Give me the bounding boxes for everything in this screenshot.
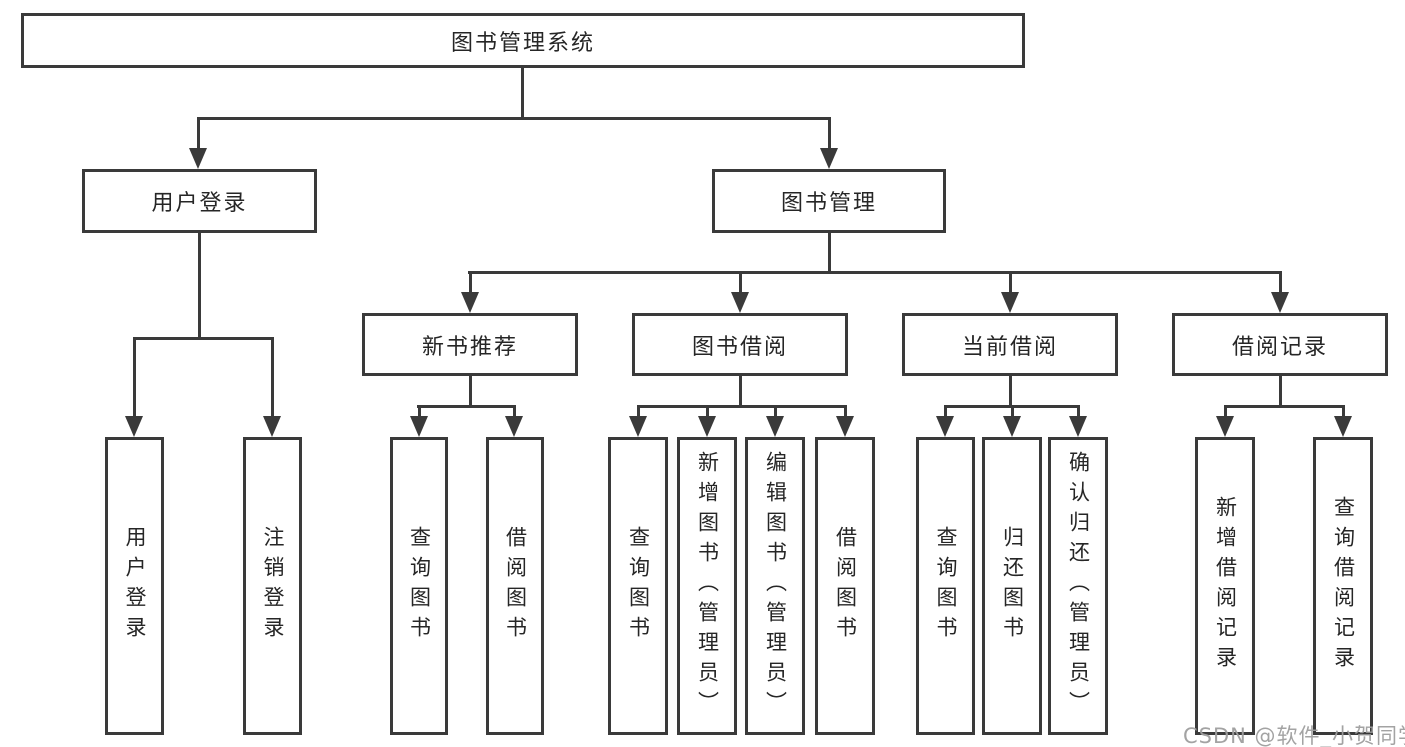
node-confirm-return-admin: 确认归还（管理员） <box>1048 437 1108 735</box>
leaf-label: 查询图书 <box>626 526 651 646</box>
node-add-borrow-record: 新增借阅记录 <box>1195 437 1255 735</box>
node-current-borrow: 当前借阅 <box>902 313 1118 376</box>
arrowhead-icon <box>731 292 749 313</box>
connector-line <box>774 405 777 421</box>
connector-line <box>828 233 831 274</box>
connector-line <box>944 405 947 421</box>
arrowhead-icon <box>836 416 854 437</box>
connector-line <box>469 376 472 407</box>
node-add-book-admin: 新增图书（管理员） <box>677 437 737 735</box>
arrowhead-icon <box>1003 416 1021 437</box>
node-user-login-leaf: 用户登录 <box>105 437 164 735</box>
leaf-label: 查询图书 <box>407 526 432 646</box>
node-borrow-book-recommend: 借阅图书 <box>486 437 544 735</box>
watermark: CSDN @软件_小贺同学 <box>1183 724 1405 747</box>
leaf-label: 用户登录 <box>123 526 147 646</box>
node-library-system: 图书管理系统 <box>21 13 1025 68</box>
leaf-label: 新增借阅记录 <box>1213 496 1238 676</box>
connector-line <box>1279 271 1282 295</box>
connector-line <box>637 405 640 421</box>
arrowhead-icon <box>1069 416 1087 437</box>
leaf-label: 确认归还（管理员） <box>1066 451 1091 721</box>
connector-line <box>418 405 421 421</box>
arrowhead-icon <box>766 416 784 437</box>
connector-line <box>133 337 274 340</box>
connector-line <box>1342 405 1345 421</box>
connector-line <box>133 337 136 418</box>
connector-line <box>521 68 524 119</box>
connector-line <box>1011 405 1014 421</box>
node-book-management: 图书管理 <box>712 169 946 233</box>
leaf-label: 借阅图书 <box>503 526 528 646</box>
connector-line <box>468 271 1281 274</box>
arrowhead-icon <box>629 416 647 437</box>
leaf-label: 归还图书 <box>1000 526 1025 646</box>
connector-line <box>706 405 709 421</box>
arrowhead-icon <box>461 292 479 313</box>
connector-line <box>739 376 742 407</box>
leaf-label: 查询图书 <box>934 526 958 646</box>
node-query-book-borrow: 查询图书 <box>608 437 668 735</box>
node-borrow-records: 借阅记录 <box>1172 313 1388 376</box>
node-new-book-recommend: 新书推荐 <box>362 313 578 376</box>
connector-line <box>844 405 847 421</box>
arrowhead-icon <box>505 416 523 437</box>
arrowhead-icon <box>125 416 143 437</box>
arrowhead-icon <box>698 416 716 437</box>
node-borrow-book: 借阅图书 <box>815 437 875 735</box>
connector-line <box>198 233 201 340</box>
leaf-label: 注销登录 <box>261 526 285 646</box>
leaf-label: 查询借阅记录 <box>1331 496 1356 676</box>
node-query-book-current: 查询图书 <box>916 437 975 735</box>
node-logout: 注销登录 <box>243 437 302 735</box>
arrowhead-icon <box>1216 416 1234 437</box>
connector-line <box>1224 405 1227 421</box>
connector-line <box>271 337 274 418</box>
connector-line <box>1009 376 1012 407</box>
node-book-borrow: 图书借阅 <box>632 313 848 376</box>
connector-line <box>637 405 846 408</box>
connector-line <box>469 271 472 295</box>
leaf-label: 编辑图书（管理员） <box>763 451 788 721</box>
arrowhead-icon <box>410 416 428 437</box>
leaf-label: 借阅图书 <box>833 526 858 646</box>
connector-line <box>197 117 831 120</box>
connector-line <box>197 117 200 151</box>
connector-line <box>1077 405 1080 421</box>
leaf-label: 新增图书（管理员） <box>695 451 720 721</box>
connector-line <box>417 405 515 408</box>
connector-line <box>1224 405 1344 408</box>
arrowhead-icon <box>1271 292 1289 313</box>
arrowhead-icon <box>936 416 954 437</box>
connector-line <box>739 271 742 295</box>
arrowhead-icon <box>189 148 207 169</box>
connector-line <box>828 117 831 151</box>
node-return-book: 归还图书 <box>982 437 1042 735</box>
arrowhead-icon <box>263 416 281 437</box>
arrowhead-icon <box>820 148 838 169</box>
node-query-borrow-record: 查询借阅记录 <box>1313 437 1373 735</box>
node-edit-book-admin: 编辑图书（管理员） <box>745 437 805 735</box>
connector-line <box>1009 271 1012 295</box>
connector-line <box>513 405 516 421</box>
arrowhead-icon <box>1334 416 1352 437</box>
node-query-book-recommend: 查询图书 <box>390 437 448 735</box>
node-user-login: 用户登录 <box>82 169 317 233</box>
connector-line <box>1279 376 1282 407</box>
arrowhead-icon <box>1001 292 1019 313</box>
